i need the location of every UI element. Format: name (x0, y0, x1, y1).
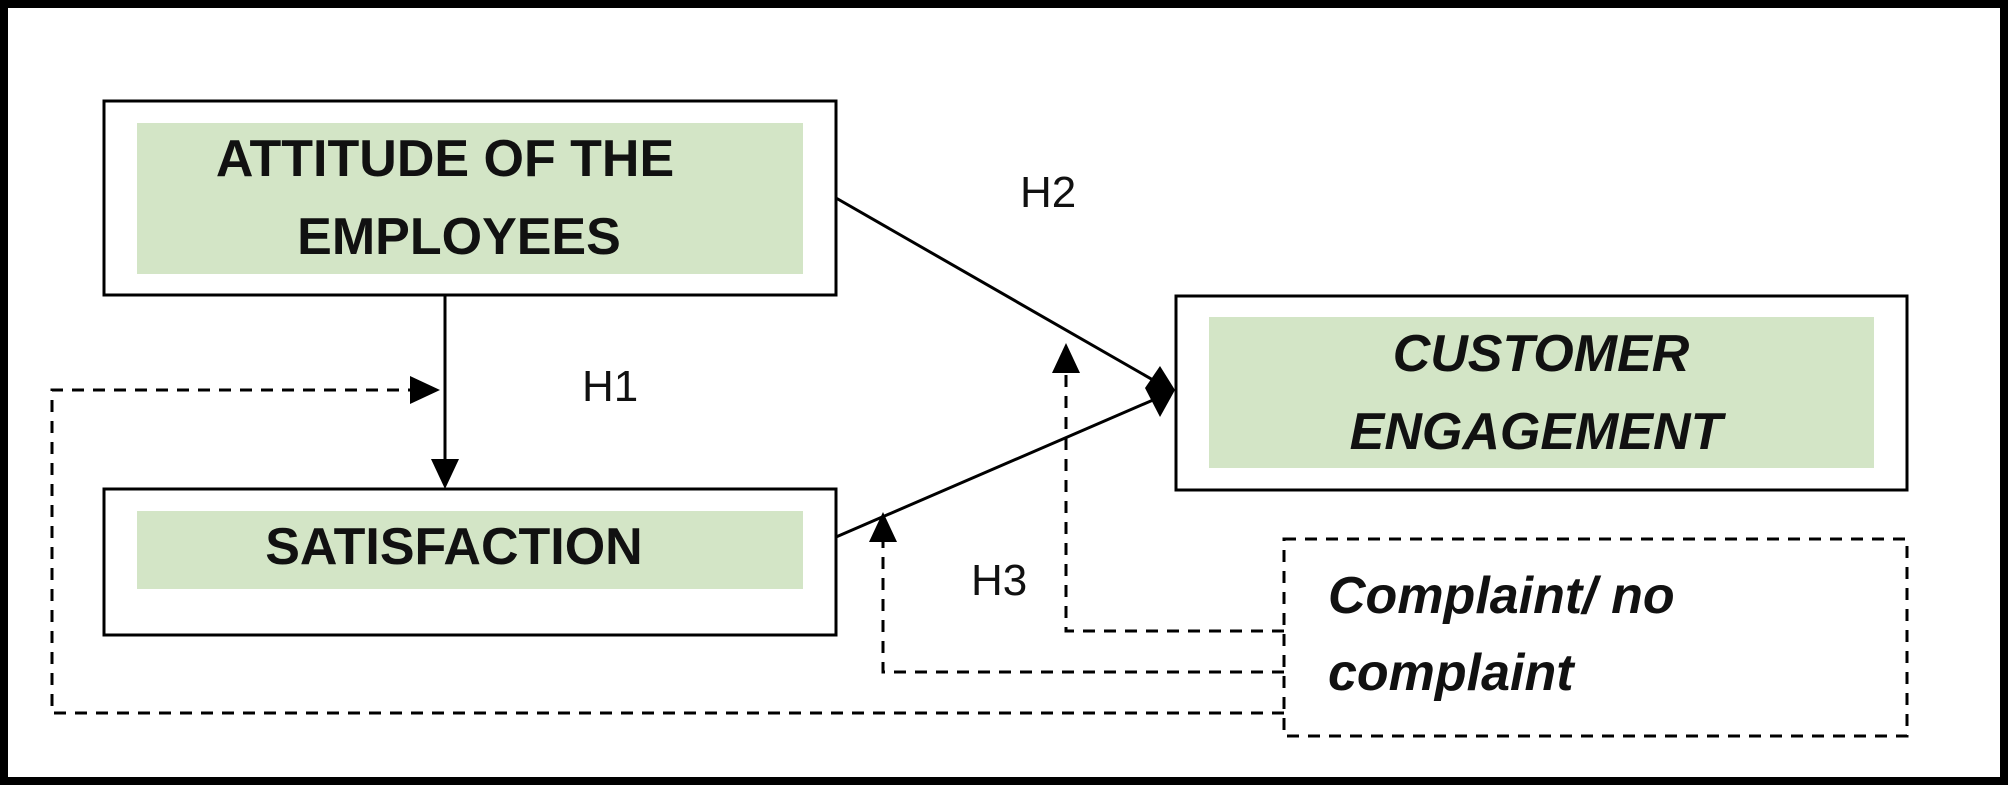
node-engagement-fill (1209, 317, 1874, 468)
node-attitude: ATTITUDE OF THE EMPLOYEES (102, 99, 838, 297)
hypothesis-label-h3: H3 (971, 556, 1027, 605)
moderator-path-h1-arrowhead (410, 376, 440, 404)
edge-h2 (835, 196, 1161, 386)
edge-h1 (431, 295, 459, 489)
node-satisfaction: SATISFACTION (102, 487, 838, 637)
node-attitude-label-line2: EMPLOYEES (297, 208, 621, 266)
node-attitude-label-line1: ATTITUDE OF THE (216, 130, 674, 188)
edge-convergence-arrowhead (1145, 366, 1175, 417)
moderator-path-satisfaction-line (881, 542, 1284, 674)
edge-satisfaction-engagement (835, 395, 1161, 539)
moderator-path-h1 (50, 376, 1284, 715)
node-complaint-label-line1: Complaint/ no (1328, 567, 1675, 625)
edge-satisfaction-engagement-line (835, 395, 1161, 539)
node-engagement-label-line1: CUSTOMER (1393, 325, 1690, 383)
node-complaint: Complaint/ no complaint (1282, 537, 1909, 738)
moderator-path-h1-line (50, 388, 1284, 715)
node-complaint-label-line2: complaint (1328, 644, 1576, 702)
node-attitude-fill (137, 123, 803, 274)
moderator-path-satisfaction (869, 512, 1284, 674)
moderator-path-satisfaction-arrowhead (869, 512, 897, 542)
node-complaint-border (1282, 537, 1909, 738)
edge-h2-line (835, 196, 1161, 386)
node-satisfaction-label: SATISFACTION (265, 518, 642, 576)
edge-h1-arrowhead (431, 459, 459, 489)
node-satisfaction-fill (137, 511, 803, 589)
moderator-path-h2-line (1064, 373, 1284, 633)
moderator-path-h2 (1052, 343, 1284, 633)
moderator-path-h2-arrowhead (1052, 343, 1080, 373)
hypothesis-label-h2: H2 (1020, 168, 1076, 217)
node-customer-engagement: CUSTOMER ENGAGEMENT (1174, 294, 1909, 492)
hypothesis-label-h1: H1 (582, 362, 638, 411)
node-engagement-label-line2: ENGAGEMENT (1350, 403, 1727, 461)
